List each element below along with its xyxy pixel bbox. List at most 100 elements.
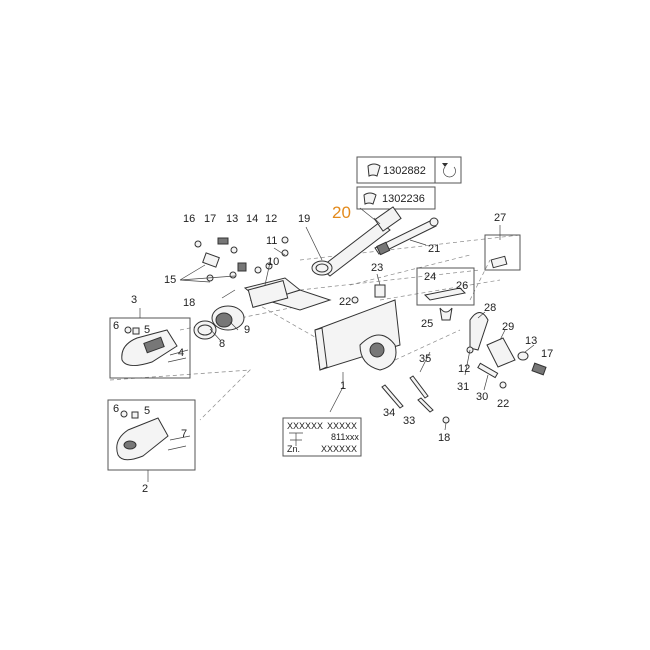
- clip-15: [202, 252, 220, 268]
- ref-box-frame: [356, 186, 436, 210]
- rod-21: [374, 217, 439, 256]
- plate-row1-right: XXXXX: [327, 421, 357, 431]
- callout-30: 30: [476, 391, 488, 403]
- coupling-assembly: [193, 236, 302, 340]
- callout-13b: 13: [525, 335, 537, 347]
- plate-row3-right: XXXXXX: [321, 444, 357, 454]
- plate-row1-left: XXXXXX: [287, 421, 323, 431]
- callout-1: 1: [340, 380, 346, 392]
- callout-28: 28: [484, 302, 496, 314]
- type-plate: XXXXXX XXXXX 811xxx Zn. XXXXXX: [282, 417, 362, 457]
- leader-line: [359, 207, 376, 221]
- ref-code-2: 1302236: [382, 193, 425, 205]
- callout-27: 27: [494, 212, 506, 224]
- sleeve-29: [486, 337, 516, 368]
- pin-30: [477, 362, 499, 379]
- callout-20: 20: [332, 203, 351, 222]
- group-frame-2: [107, 399, 196, 471]
- callout-23: 23: [371, 262, 383, 274]
- plate-26: [423, 287, 467, 301]
- callout-22a: 22: [339, 296, 351, 308]
- nut-22b: [499, 381, 507, 389]
- callout-12b: 12: [458, 363, 470, 375]
- callout-3: 3: [131, 294, 137, 306]
- callout-2: 2: [142, 483, 148, 495]
- callout-34: 34: [383, 407, 395, 419]
- rod-sleeve: [376, 241, 391, 256]
- tube-flange: [374, 206, 402, 232]
- washer-13: [517, 351, 529, 361]
- ref-code-1: 1302882: [383, 165, 426, 177]
- callout-11: 11: [266, 235, 277, 247]
- plate-symbol-icon: [289, 432, 303, 446]
- ring-half-icon: [367, 163, 381, 177]
- bolt-35: [409, 375, 429, 399]
- nut-12b: [281, 236, 289, 244]
- callout-35: 35: [419, 353, 431, 365]
- bolt-17: [217, 237, 229, 245]
- lever-28: [469, 312, 489, 351]
- nut-16: [194, 240, 202, 248]
- callout-14: 14: [246, 213, 258, 225]
- rotate-arrowhead-icon: [442, 163, 448, 167]
- plate-row2-right: 811xxx: [331, 432, 359, 442]
- type-plate-frame: [282, 417, 362, 457]
- callout-24: 24: [424, 271, 436, 283]
- callout-16: 16: [183, 213, 195, 225]
- callout-18b: 18: [438, 432, 450, 444]
- callout-19: 19: [298, 213, 310, 225]
- coupling-head-3: [109, 317, 191, 379]
- right-assembly: [416, 267, 547, 389]
- callout-26: 26: [456, 280, 468, 292]
- callout-31: 31: [457, 381, 469, 393]
- bolt-33: [417, 397, 434, 413]
- callout-8: 8: [219, 338, 225, 350]
- callout-5a: 5: [144, 324, 150, 336]
- nut-22a: [351, 296, 359, 304]
- callout-9: 9: [244, 324, 250, 336]
- leader-lines: [139, 217, 535, 482]
- frame-hole: [369, 342, 385, 358]
- head-body-2: [116, 417, 169, 461]
- bracket-frame-27: [484, 234, 521, 271]
- callout-17b: 17: [541, 348, 553, 360]
- ring-half-icon: [363, 192, 377, 205]
- clamp-23: [374, 284, 386, 298]
- callout-12a: 12: [265, 213, 277, 225]
- nut-18b: [442, 416, 450, 424]
- callout-7: 7: [181, 428, 187, 440]
- callout-22b: 22: [497, 398, 509, 410]
- callout-6b: 6: [113, 403, 119, 415]
- washer-14: [237, 262, 247, 272]
- callout-4: 4: [178, 347, 184, 359]
- part-ref-box-1: 1302882: [356, 156, 462, 184]
- bracket-27: [484, 234, 521, 271]
- coupling-head-2: [107, 399, 196, 471]
- rotate-box: [434, 156, 462, 184]
- clip-25: [439, 307, 453, 321]
- callout-18a: 18: [183, 297, 195, 309]
- main-frame-1: [263, 289, 401, 371]
- group-frame-24: [416, 267, 475, 306]
- callout-6a: 6: [113, 320, 119, 332]
- callout-17a: 17: [204, 213, 216, 225]
- callout-15: 15: [164, 274, 176, 286]
- callout-13a: 13: [226, 213, 238, 225]
- callout-33: 33: [403, 415, 415, 427]
- rod-end: [429, 217, 439, 227]
- callout-25: 25: [421, 318, 433, 330]
- rotate-arrow-icon: [443, 166, 456, 178]
- plate-row3-left: Zn.: [287, 444, 300, 454]
- callout-10: 10: [267, 256, 279, 268]
- callout-labels: 1 2 3 4 5 5 6 6 7 8 9 10 11 12 12 13 13 …: [113, 203, 553, 495]
- bolt-34: [381, 384, 404, 409]
- bolt-17b: [531, 362, 547, 376]
- group-frame-3: [109, 317, 191, 379]
- part-ref-box-2: 1302236: [356, 186, 436, 210]
- callout-29: 29: [502, 321, 514, 333]
- callout-21: 21: [428, 243, 440, 255]
- callout-5b: 5: [144, 405, 150, 417]
- nut-13: [230, 246, 238, 254]
